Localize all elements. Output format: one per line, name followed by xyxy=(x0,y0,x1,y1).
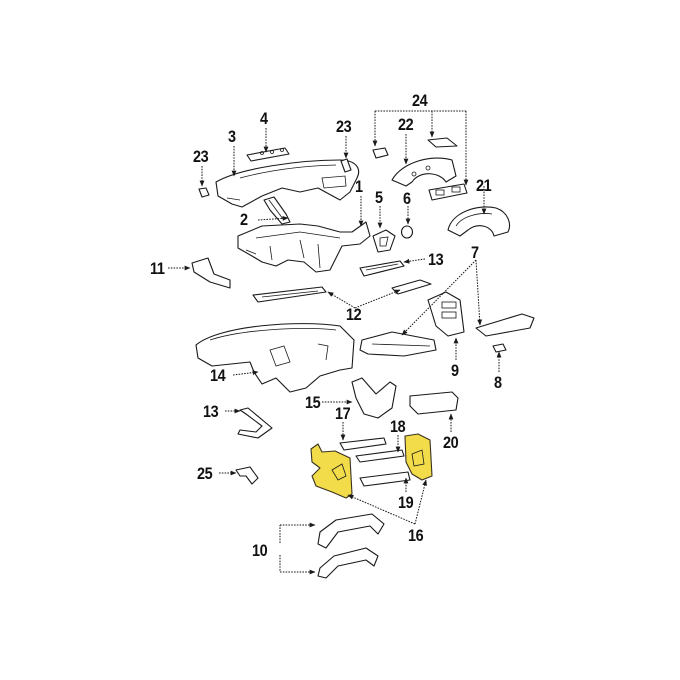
part-8-latch xyxy=(492,343,507,353)
part-1-frame xyxy=(237,221,371,273)
part-21-cluster xyxy=(447,206,511,237)
callout-21[interactable]: 21 xyxy=(476,176,492,195)
part-18-bracket xyxy=(355,449,405,463)
part-13-duct-lower xyxy=(237,407,273,439)
callout-24[interactable]: 24 xyxy=(412,91,428,110)
callout-18[interactable]: 18 xyxy=(390,417,406,436)
part-25-clip xyxy=(235,466,259,485)
part-24-bracket-b xyxy=(427,137,458,148)
callout-25[interactable]: 25 xyxy=(197,464,213,483)
callout-13-lower[interactable]: 13 xyxy=(203,402,219,421)
callout-13-upper[interactable]: 13 xyxy=(428,250,444,269)
part-12-duct-right xyxy=(391,279,432,295)
part-3-dash-pad xyxy=(215,159,360,208)
part-4-vent-grille xyxy=(246,147,290,162)
part-15-console-support xyxy=(351,377,397,419)
part-13-duct-upper xyxy=(359,260,405,277)
part-23-clip-left xyxy=(198,187,210,198)
part-19-bracket xyxy=(359,471,411,487)
part-9-bezel xyxy=(427,291,465,337)
callout-5[interactable]: 5 xyxy=(375,188,383,207)
part-16-bracket-right xyxy=(404,433,433,481)
part-24-bezel xyxy=(428,183,468,201)
part-14-instrument-panel xyxy=(195,323,355,393)
callout-23-left[interactable]: 23 xyxy=(193,147,209,166)
callout-20[interactable]: 20 xyxy=(443,433,459,452)
callout-15[interactable]: 15 xyxy=(305,393,321,412)
part-24-bracket-a xyxy=(372,147,389,159)
callout-4[interactable]: 4 xyxy=(260,109,268,128)
callout-2[interactable]: 2 xyxy=(240,210,248,229)
part-7-glove-box-handle xyxy=(475,313,535,337)
part-23-clip-right xyxy=(340,158,352,173)
callout-10[interactable]: 10 xyxy=(252,541,268,560)
callout-16[interactable]: 16 xyxy=(408,526,424,545)
part-6-knob xyxy=(400,225,414,239)
part-16-bracket-left xyxy=(310,443,353,499)
part-10-bracket-lower xyxy=(317,547,379,579)
part-2-duct xyxy=(263,196,291,225)
callout-14[interactable]: 14 xyxy=(210,366,226,385)
leader-lines xyxy=(168,110,502,575)
callout-17[interactable]: 17 xyxy=(335,404,351,423)
callout-8[interactable]: 8 xyxy=(494,373,502,392)
callout-11[interactable]: 11 xyxy=(150,259,165,278)
part-7-glove-box-door xyxy=(359,331,437,357)
callout-12[interactable]: 12 xyxy=(346,305,362,324)
part-5-cup xyxy=(372,229,396,253)
callout-7[interactable]: 7 xyxy=(471,243,479,262)
callout-3[interactable]: 3 xyxy=(228,127,236,146)
callout-9[interactable]: 9 xyxy=(451,361,459,380)
part-12-duct-left xyxy=(252,286,327,303)
part-22-cluster-shroud xyxy=(391,157,457,187)
callout-19[interactable]: 19 xyxy=(398,493,414,512)
callout-23-right[interactable]: 23 xyxy=(336,117,352,136)
part-20-trim xyxy=(409,391,459,415)
part-10-bracket-upper xyxy=(317,513,385,549)
part-17-bracket xyxy=(339,437,387,451)
callout-6[interactable]: 6 xyxy=(403,189,411,208)
callout-22[interactable]: 22 xyxy=(398,115,414,134)
part-11-bracket xyxy=(191,257,231,289)
callout-1[interactable]: 1 xyxy=(355,177,363,196)
